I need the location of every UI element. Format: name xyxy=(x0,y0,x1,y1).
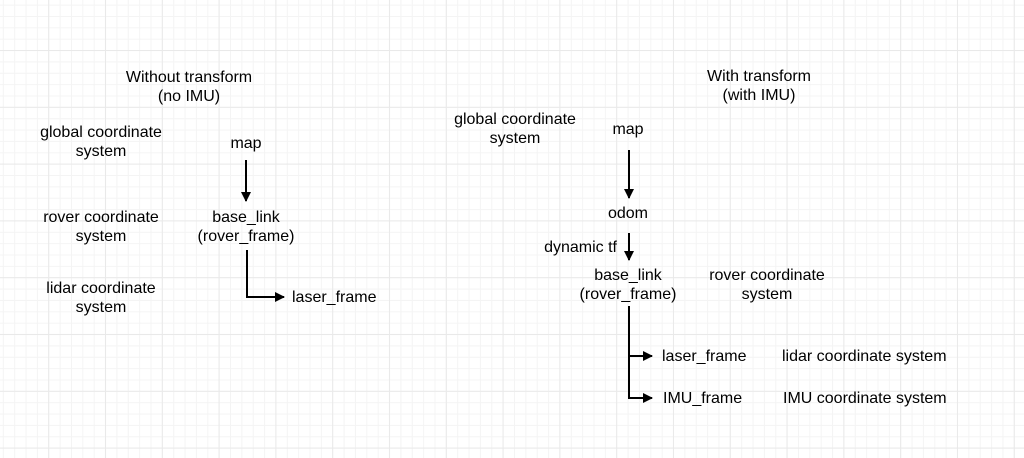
right-annotation-imu-coordinate-system: IMU coordinate system xyxy=(783,390,947,407)
right-annotation-lidar-coordinate-system: lidar coordinate system xyxy=(782,348,947,365)
edge-left-baselink-to-laserframe xyxy=(246,250,285,302)
right-node-map: map xyxy=(612,121,644,138)
edge-right-baselink-to-imuframe xyxy=(628,306,653,403)
left-node-map: map xyxy=(230,135,262,152)
right-node-odom: odom xyxy=(607,205,649,222)
right-annotation-rover-coordinate-system: rover coordinate system xyxy=(709,267,825,303)
left-annotation-lidar-coordinate-system: lidar coordinate system xyxy=(46,280,156,316)
left-annotation-global-coordinate-system: global coordinate system xyxy=(40,124,162,160)
left-title: Without transform (no IMU) xyxy=(125,69,253,105)
right-node-imu-frame: IMU_frame xyxy=(663,390,743,407)
left-node-laser-frame: laser_frame xyxy=(292,289,377,306)
left-node-base-link: base_link (rover_frame) xyxy=(197,209,295,245)
right-node-laser-frame: laser_frame xyxy=(662,348,747,365)
right-edge-label-dynamic-tf: dynamic tf xyxy=(544,239,617,256)
left-annotation-rover-coordinate-system: rover coordinate system xyxy=(43,209,159,245)
right-annotation-global-coordinate-system: global coordinate system xyxy=(454,111,576,147)
edge-right-baselink-to-laserframe xyxy=(628,306,653,361)
right-title: With transform (with IMU) xyxy=(706,68,811,104)
right-node-base-link: base_link (rover_frame) xyxy=(579,267,677,303)
